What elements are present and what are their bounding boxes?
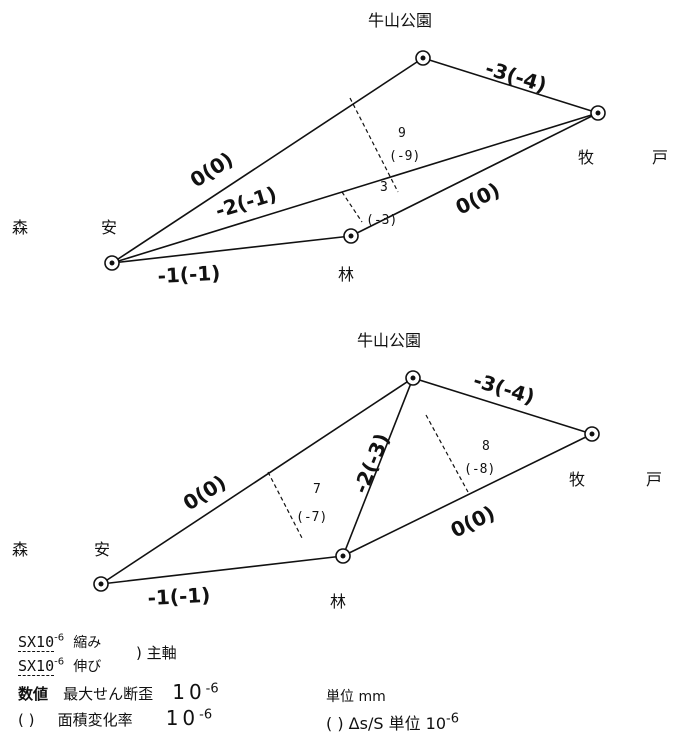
station-marker-anjo-dot (98, 581, 104, 587)
axis-upper (349, 97, 399, 193)
station-label-right-a: 牧 (578, 148, 594, 167)
line-ushiyama-hayashi (342, 377, 414, 557)
legend-paren-desc: 面積変化率 (57, 711, 133, 729)
legend-value-desc: 最大せん断歪 (63, 685, 154, 703)
station-label-left-b: 安 (94, 540, 110, 559)
station-marker-ushiyama-dot (410, 375, 416, 381)
axis-right (425, 414, 469, 493)
legend: SX10-6 縮み ) 主軸 SX10-6 伸び 数値 最大せん断歪 10-6 … (18, 632, 658, 752)
line-anjo-hayashi (100, 555, 344, 585)
segment-label-bottom-right: 0(0) (452, 178, 504, 220)
legend-ratio-row: ( ) Δs/S 単位 10-6 (326, 710, 459, 734)
legend-ratio-exp: -6 (446, 711, 459, 727)
legend-value-row: 数値 最大せん断歪 10-6 (18, 680, 219, 704)
segment-label-bottom-left: -1(-1) (157, 261, 221, 288)
station-label-top: 牛山公園 (357, 331, 421, 350)
legend-value-label: 数値 (18, 685, 49, 703)
station-markers-2 (93, 370, 600, 592)
legend-paren-label: ( ) (18, 711, 35, 729)
station-label-right-b: 戸 (652, 148, 668, 167)
line-anjo-ushiyama (111, 57, 424, 264)
axis-lower (341, 191, 363, 223)
line-anjo-ushiyama (100, 377, 414, 585)
legend-unit-mm: 単位 mm (326, 689, 386, 705)
station-marker-hayashi-dot (348, 233, 354, 239)
strain-rate-upper: (-9) (389, 149, 420, 164)
strain-value-left: 7 (313, 482, 321, 497)
segment-label-top-right: -3(-4) (483, 56, 550, 97)
legend-shrink-row: SX10-6 縮み (18, 632, 101, 652)
strain-value-right: 8 (482, 439, 490, 454)
station-marker-anjo-dot (109, 260, 115, 266)
line-anjo-makido (111, 112, 599, 264)
station-label-left-a: 森 (12, 540, 28, 559)
legend-paren-exp: -6 (199, 707, 213, 723)
strain-value-upper: 9 (398, 126, 406, 141)
strain-rate-left: (-7) (296, 510, 327, 525)
line-ushiyama-makido (412, 377, 593, 435)
station-label-top: 牛山公園 (368, 11, 432, 30)
station-label-right-a: 牧 (569, 470, 585, 489)
legend-value-unit: 10 (172, 680, 206, 704)
legend-exp-shrink: -6 (54, 632, 65, 644)
station-label-left-a: 森 (12, 218, 28, 237)
segment-label-diagonal: -2(-1) (212, 181, 279, 222)
legend-principal: ) 主軸 (136, 644, 177, 662)
segment-label-bottom-left: -1(-1) (147, 583, 211, 610)
diagram-1: 牛山公園 牧 戸 森 安 林 0(0) -3(-4) -2(-1) 0(0) -… (12, 11, 668, 288)
legend-value-exp: -6 (205, 681, 219, 697)
station-marker-makido-dot (595, 110, 601, 116)
line-hayashi-makido (342, 433, 593, 557)
station-marker-makido-dot (589, 431, 595, 437)
legend-exp-stretch: -6 (54, 656, 65, 668)
legend-ratio-label: ( ) Δs/S 単位 10 (326, 714, 447, 733)
station-label-left-b: 安 (101, 218, 117, 237)
strain-value-lower: 3 (380, 180, 388, 195)
station-marker-hayashi-dot (340, 553, 346, 559)
legend-paren-unit: 10 (165, 706, 200, 730)
axis-left (267, 471, 303, 539)
line-anjo-hayashi (111, 235, 352, 264)
line-hayashi-makido (350, 112, 599, 237)
legend-stretch-row: SX10-6 伸び (18, 656, 101, 676)
station-label-bottom: 林 (338, 265, 354, 284)
segment-label-top-left: 0(0) (179, 470, 231, 515)
station-label-bottom: 林 (330, 592, 346, 611)
station-marker-ushiyama-dot (420, 55, 426, 61)
strain-rate-right: (-8) (464, 462, 495, 477)
legend-paren-row: ( ) 面積変化率 10-6 (18, 706, 212, 730)
station-markers-1 (104, 50, 606, 271)
segment-label-top-right: -3(-4) (471, 368, 538, 409)
strain-rate-lower: (-3) (366, 213, 397, 228)
legend-shrink: 縮み (73, 635, 102, 651)
segment-label-diagonal: -2(-3) (348, 430, 394, 497)
station-label-right-b: 戸 (646, 470, 662, 489)
legend-stretch: 伸び (73, 659, 102, 675)
legend-sx-shrink: SX10 (18, 633, 55, 652)
legend-sx-stretch: SX10 (18, 657, 55, 676)
line-ushiyama-makido (422, 57, 599, 114)
diagram-2: 牛山公園 牧 戸 森 安 林 0(0) -3(-4) -2(-3) 0(0) -… (12, 331, 662, 611)
segment-label-bottom-right: 0(0) (447, 501, 499, 543)
